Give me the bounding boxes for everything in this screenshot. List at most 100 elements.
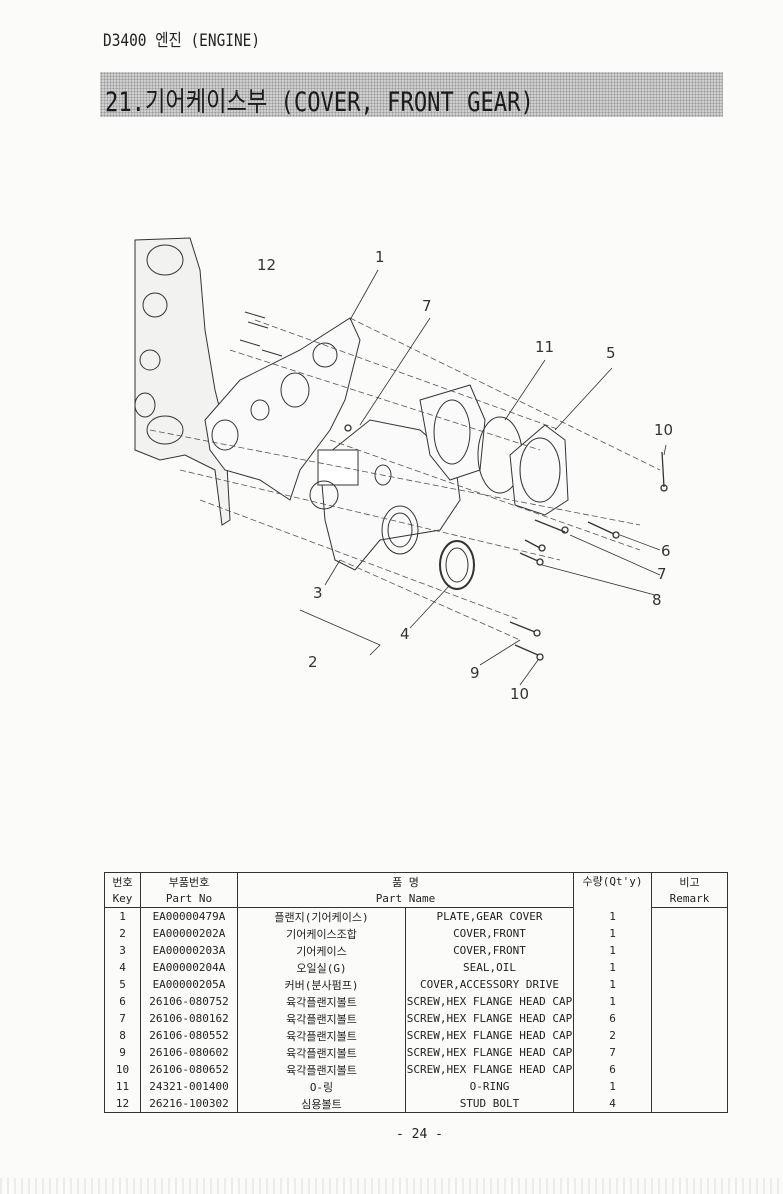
engine-block — [134, 237, 231, 526]
col-qty: 수량(Qt'y) — [573, 872, 652, 908]
cell-qty: 1 — [573, 925, 652, 942]
cell-key: 12 — [104, 1095, 141, 1113]
cell-remark — [651, 1044, 728, 1061]
page-number: - 24 - — [396, 1127, 443, 1142]
cell-remark — [651, 976, 728, 993]
cell-qty: 6 — [573, 1010, 652, 1027]
col-remark-en: Remark — [651, 890, 728, 908]
cell-key: 11 — [104, 1078, 141, 1095]
cell-name-en: COVER,ACCESSORY DRIVE — [405, 976, 574, 993]
cell-key: 2 — [104, 925, 141, 942]
section-title: 21.기어케이스부 (COVER, FRONT GEAR) — [105, 87, 534, 118]
cell-name-kr: 육각플랜지볼트 — [237, 993, 406, 1010]
col-name-en: Part Name — [237, 890, 574, 908]
table-header-en: Key Part No Part Name Remark — [104, 890, 728, 908]
cell-name-kr: 플랜지(기어케이스) — [237, 907, 406, 925]
cell-qty: 1 — [573, 976, 652, 993]
col-remark-kr: 비고 — [651, 872, 728, 890]
cell-name-kr: 육각플랜지볼트 — [237, 1061, 406, 1078]
cell-name-kr: 커버(분사펌프) — [237, 976, 406, 993]
scan-edge — [0, 1178, 783, 1194]
col-partno-en: Part No — [140, 890, 238, 908]
cell-part-no: EA00000205A — [140, 976, 238, 993]
callout-4: 4 — [400, 625, 410, 643]
cell-remark — [651, 1078, 728, 1095]
callout-9: 9 — [470, 664, 480, 682]
callout-5: 5 — [606, 344, 616, 362]
callout-7: 7 — [422, 297, 432, 315]
cell-name-kr: O-링 — [237, 1078, 406, 1095]
cell-key: 8 — [104, 1027, 141, 1044]
cell-qty: 6 — [573, 1061, 652, 1078]
cell-qty: 1 — [573, 993, 652, 1010]
callout-3: 3 — [313, 584, 323, 602]
cell-part-no: EA00000203A — [140, 942, 238, 959]
callout-1: 1 — [375, 248, 385, 266]
cell-remark — [651, 907, 728, 925]
cell-remark — [651, 1095, 728, 1113]
cell-name-en: SEAL,OIL — [405, 959, 574, 976]
exploded-parts-diagram — [134, 237, 668, 686]
cell-part-no: 26106-080752 — [140, 993, 238, 1010]
cell-part-no: EA00000204A — [140, 959, 238, 976]
cell-qty: 1 — [573, 1078, 652, 1095]
cell-name-en: SCREW,HEX FLANGE HEAD CAP — [405, 993, 574, 1010]
cell-key: 4 — [104, 959, 141, 976]
cell-remark — [651, 1027, 728, 1044]
cell-name-en: COVER,FRONT — [405, 925, 574, 942]
cell-remark — [651, 1061, 728, 1078]
cell-remark — [651, 925, 728, 942]
cell-part-no: 26106-080652 — [140, 1061, 238, 1078]
cell-name-en: PLATE,GEAR COVER — [405, 907, 574, 925]
table-header-kr: 번호 부품번호 품 명 수량(Qt'y) 비고 — [104, 872, 728, 908]
cell-part-no: 24321-001400 — [140, 1078, 238, 1095]
cell-name-en: SCREW,HEX FLANGE HEAD CAP — [405, 1010, 574, 1027]
cell-key: 6 — [104, 993, 141, 1010]
callout-6: 6 — [661, 542, 671, 560]
cell-part-no: 26216-100302 — [140, 1095, 238, 1113]
callout-7b: 7 — [657, 565, 667, 583]
cell-key: 1 — [104, 907, 141, 925]
cell-name-kr: 기어케이스조합 — [237, 925, 406, 942]
document-header: D3400 엔진 (ENGINE) — [103, 31, 261, 51]
callout-12: 12 — [257, 256, 277, 274]
cell-name-kr: 심용볼트 — [237, 1095, 406, 1113]
cell-part-no: 26106-080602 — [140, 1044, 238, 1061]
cell-part-no: EA00000202A — [140, 925, 238, 942]
cell-key: 3 — [104, 942, 141, 959]
cell-qty: 1 — [573, 907, 652, 925]
cell-qty: 1 — [573, 959, 652, 976]
cell-part-no: EA00000479A — [140, 907, 238, 925]
cell-name-en: COVER,FRONT — [405, 942, 574, 959]
cell-qty: 1 — [573, 942, 652, 959]
cell-remark — [651, 1010, 728, 1027]
cell-name-kr: 육각플랜지볼트 — [237, 1044, 406, 1061]
cell-key: 10 — [104, 1061, 141, 1078]
cell-part-no: 26106-080552 — [140, 1027, 238, 1044]
cell-name-en: STUD BOLT — [405, 1095, 574, 1113]
oil-seal — [439, 540, 475, 590]
cell-name-kr: 오일실(G) — [237, 959, 406, 976]
cell-name-en: SCREW,HEX FLANGE HEAD CAP — [405, 1061, 574, 1078]
cell-key: 9 — [104, 1044, 141, 1061]
callout-8: 8 — [652, 591, 662, 609]
cell-qty: 2 — [573, 1027, 652, 1044]
cell-key: 5 — [104, 976, 141, 993]
hex-bolts — [344, 424, 668, 661]
cell-part-no: 26106-080162 — [140, 1010, 238, 1027]
col-partno-kr: 부품번호 — [140, 872, 238, 890]
col-key-en: Key — [104, 890, 141, 908]
col-name-kr: 품 명 — [237, 872, 574, 890]
gear-cover-plate — [204, 317, 361, 501]
cell-key: 7 — [104, 1010, 141, 1027]
callout-11: 11 — [535, 338, 555, 356]
